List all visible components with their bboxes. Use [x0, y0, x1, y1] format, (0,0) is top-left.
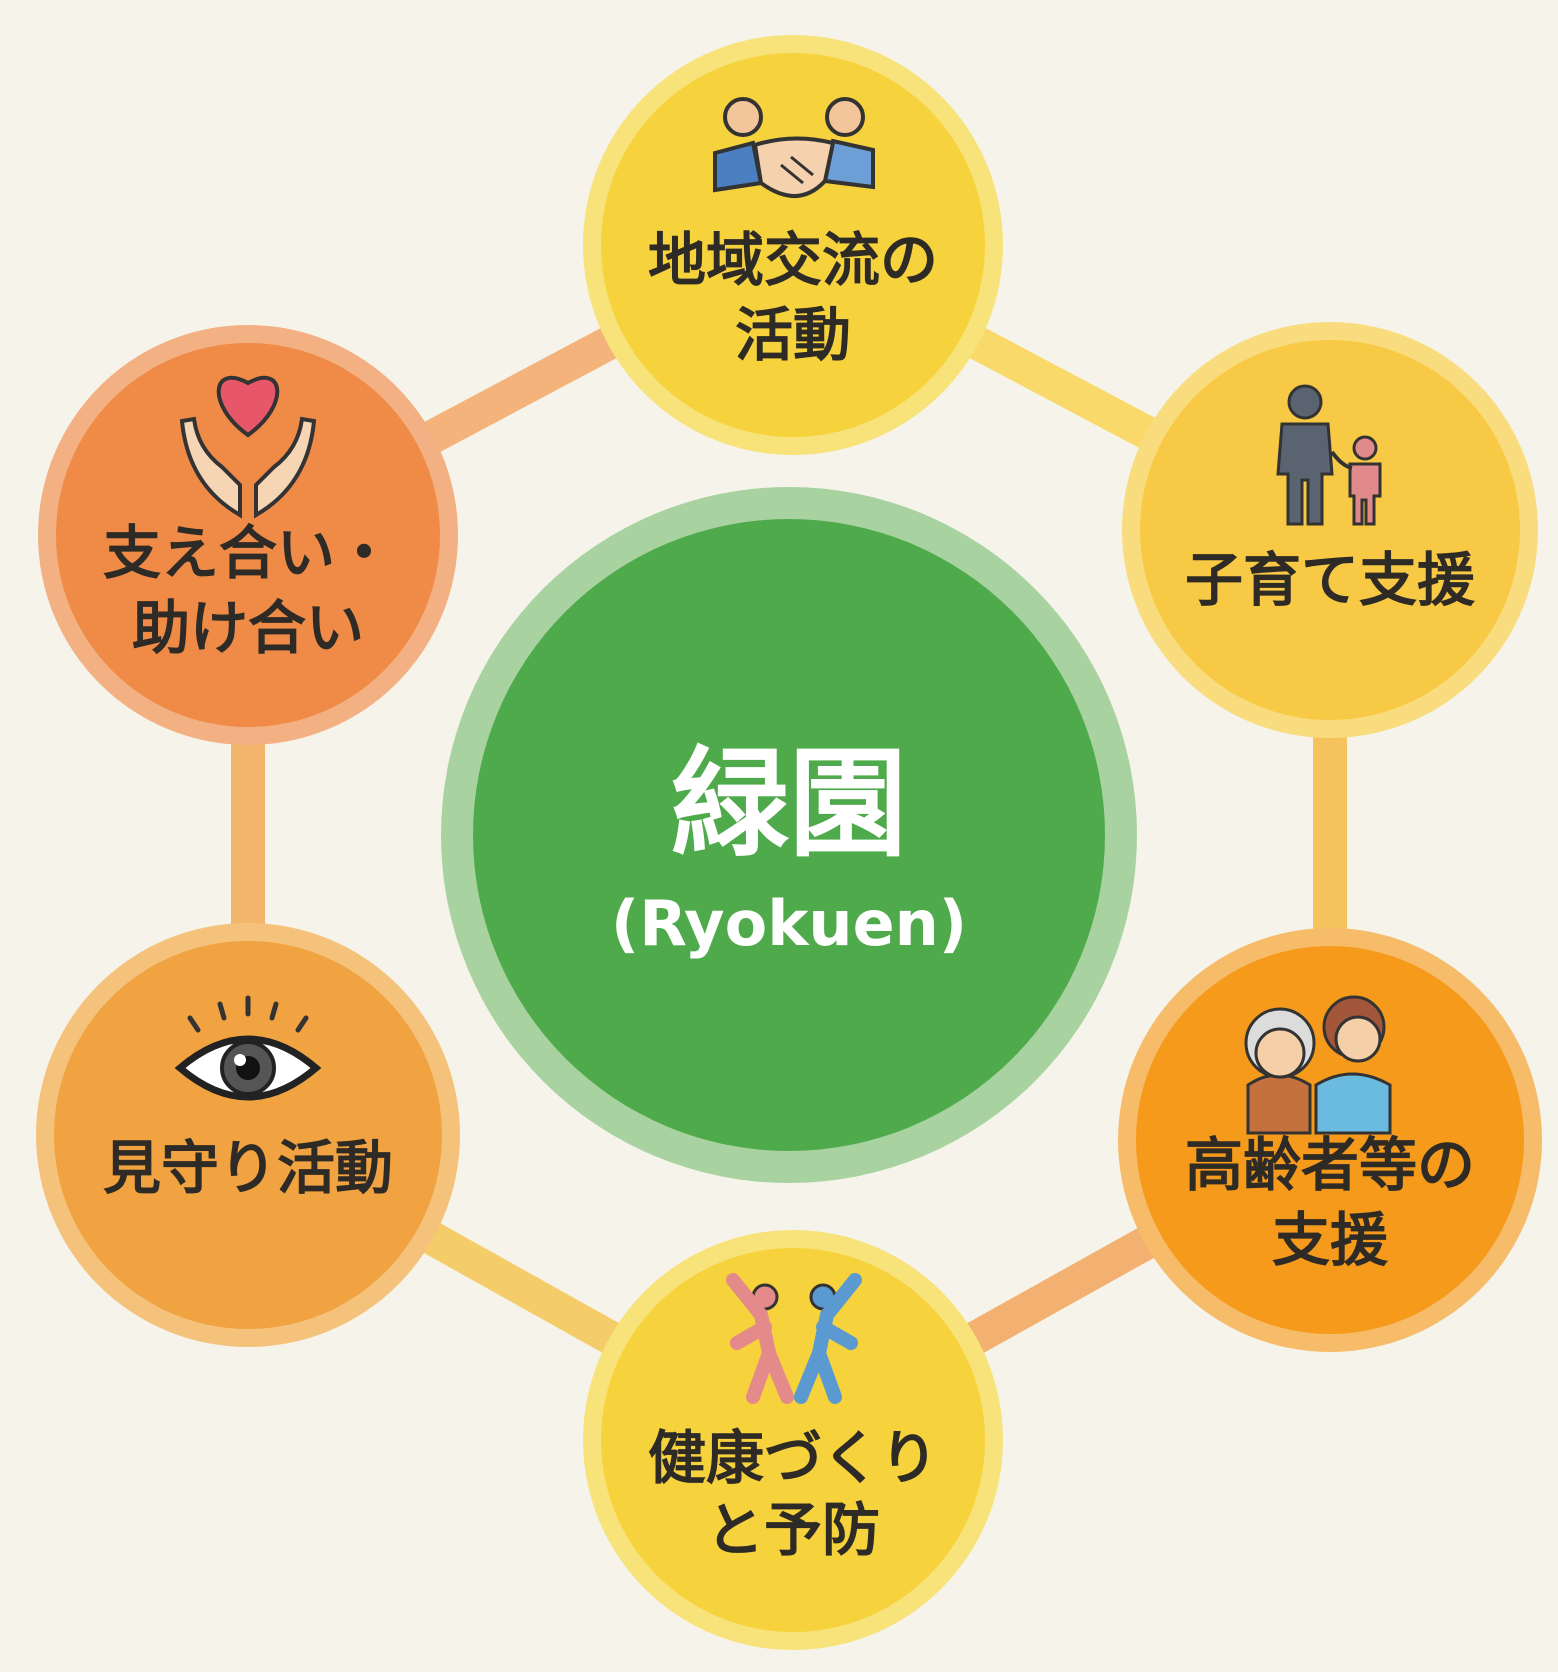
node-fill	[1140, 340, 1520, 720]
node-watching-activity: 見守り活動	[36, 923, 460, 1347]
exercise-icon	[726, 1273, 862, 1404]
node-label-line: と予防	[706, 1496, 880, 1564]
node-label-line: 子育て支援	[1185, 546, 1476, 614]
eye-icon	[174, 995, 322, 1101]
activity-nodes: 地域交流の活動子育て支援高齢者等の支援健康づくりと予防見守り活動支え合い・助け合…	[36, 35, 1542, 1650]
center-circle: 緑園 (Ryokuen)	[441, 487, 1137, 1183]
node-fill	[601, 53, 985, 437]
node-fill	[54, 941, 442, 1329]
center-subtitle: (Ryokuen)	[611, 887, 967, 960]
node-label-line: 見守り活動	[103, 1134, 393, 1202]
node-mutual-support: 支え合い・助け合い	[38, 325, 458, 745]
node-fill	[1136, 946, 1524, 1334]
node-label-line: 支え合い・	[103, 519, 393, 587]
node-label-line: 地域交流の	[648, 226, 938, 294]
node-label-line: 高齢者等の	[1185, 1131, 1475, 1199]
parent-child-icon	[1276, 384, 1382, 526]
center-circle-fill	[473, 519, 1105, 1151]
caregiver-elderly-icon	[1244, 995, 1392, 1135]
node-fill	[601, 1248, 985, 1632]
center-title: 緑園	[671, 735, 907, 873]
node-fill	[56, 343, 440, 727]
handshake-icon	[713, 97, 875, 198]
node-label-line: 助け合い	[132, 594, 364, 662]
heart-hands-icon	[179, 375, 317, 519]
node-label-line: 活動	[735, 301, 851, 369]
node-label-line: 健康づくり	[648, 1424, 938, 1492]
node-childcare-support: 子育て支援	[1122, 322, 1538, 738]
node-label-line: 支援	[1272, 1206, 1389, 1274]
